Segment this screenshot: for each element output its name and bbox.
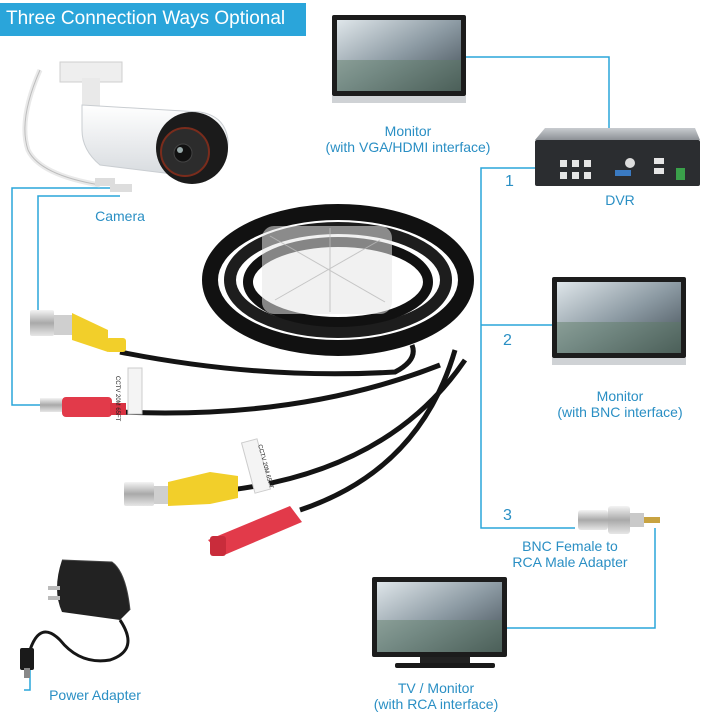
monitor-vga-icon xyxy=(332,15,466,103)
bnc-connector-top-icon xyxy=(30,310,126,352)
camera-icon xyxy=(22,61,229,192)
monitor-bnc-icon xyxy=(552,277,686,365)
dvr-icon xyxy=(535,128,700,186)
monitor-vga-label-line1: Monitor xyxy=(384,123,432,139)
way-number-1: 1 xyxy=(505,173,514,190)
monitor-bnc-label: Monitor (with BNC interface) xyxy=(538,388,702,420)
tv-monitor-label: TV / Monitor (with RCA interface) xyxy=(350,680,522,712)
way-number-2: 2 xyxy=(503,332,512,349)
adapter-label: BNC Female to RCA Male Adapter xyxy=(495,538,645,570)
monitor-bnc-label-line1: Monitor xyxy=(596,388,644,404)
power-adapter-label: Power Adapter xyxy=(49,687,141,703)
line-camera-bnc xyxy=(37,195,120,312)
line-adapter-to-tv xyxy=(507,528,656,629)
power-adapter-icon xyxy=(20,559,131,678)
line-way-bus xyxy=(480,167,575,529)
monitor-vga-label: Monitor (with VGA/HDMI interface) xyxy=(298,123,518,155)
tv-monitor-label-line1: TV / Monitor xyxy=(397,680,475,696)
monitor-bnc-label-line2: (with BNC interface) xyxy=(557,404,683,420)
title-banner: Three Connection Ways Optional xyxy=(0,3,306,36)
cable-tag-bottom xyxy=(240,438,272,494)
adapter-label-line2: RCA Male Adapter xyxy=(512,554,628,570)
dc-plug-bottom-icon xyxy=(208,506,302,556)
way-number-3: 3 xyxy=(503,507,512,524)
dc-plug-top-icon xyxy=(40,397,126,417)
page-title: Three Connection Ways Optional xyxy=(6,8,286,29)
line-camera-power xyxy=(11,187,120,406)
cable-tag-top-text: CCTV 20M 65FT xyxy=(114,376,120,422)
connection-lines xyxy=(11,56,656,691)
bnc-connector-bottom-icon xyxy=(124,472,238,506)
bnc-rca-adapter-icon xyxy=(578,506,660,534)
cable-tag-top xyxy=(127,367,143,415)
camera-label: Camera xyxy=(95,208,145,224)
tv-monitor-label-line2: (with RCA interface) xyxy=(373,696,499,712)
tv-monitor-icon xyxy=(372,577,507,668)
monitor-vga-label-line2: (with VGA/HDMI interface) xyxy=(325,139,491,155)
dvr-label: DVR xyxy=(605,192,635,208)
adapter-label-line1: BNC Female to xyxy=(522,538,618,554)
cable-coil-icon xyxy=(202,204,474,356)
